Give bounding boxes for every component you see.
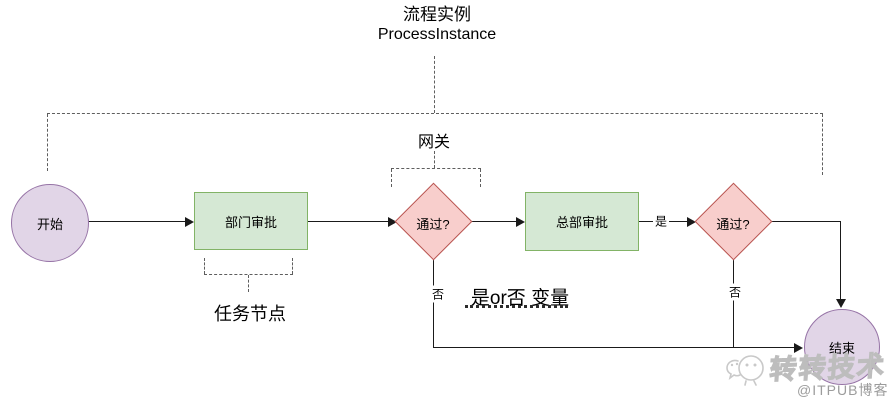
- edge-label-no2: 否: [726, 283, 744, 301]
- edge-dept-to-gateway1: [306, 221, 388, 222]
- edge-gateway1-to-hq: [470, 221, 517, 222]
- edge-gateway2-right-vertical: [840, 221, 841, 300]
- arrowhead-dept-to-gateway1: [388, 217, 397, 227]
- title-bracket-stem: [434, 56, 435, 113]
- variable-annotation-label: 是or否 变量: [470, 288, 570, 309]
- title-english: ProcessInstance: [377, 26, 497, 44]
- end-event-label: 结束: [828, 340, 855, 356]
- gateway-bracket-top: [391, 168, 481, 169]
- gateway-bracket-right-leg: [480, 169, 481, 187]
- start-event-label: 开始: [36, 216, 63, 232]
- edge-gateway2-no-vertical: [733, 258, 734, 347]
- edge-bottom-horizontal: [433, 347, 794, 348]
- process-bracket-right-leg: [822, 114, 823, 175]
- hq-approval-task-node: 总部审批: [525, 192, 639, 251]
- process-bracket-left-leg: [47, 114, 48, 171]
- gateway-annotation-label: 网关: [417, 134, 450, 151]
- task-bracket-stem: [248, 275, 249, 292]
- diagram-title: 流程实例 ProcessInstance: [287, 5, 587, 45]
- task-bracket-left-leg: [204, 258, 205, 274]
- arrowhead-hq-to-gateway2: [687, 217, 696, 227]
- task-bracket-right-leg: [292, 258, 293, 274]
- arrowhead-into-end-top: [836, 299, 846, 308]
- arrowhead-into-end-left: [794, 343, 803, 353]
- process-bracket-top: [47, 113, 823, 114]
- end-event-node: 结束: [804, 309, 880, 385]
- wechat-bubbles-icon: [726, 355, 764, 386]
- hq-approval-label: 总部审批: [555, 215, 608, 230]
- variable-dotted-underline: [465, 305, 568, 308]
- arrowhead-gateway1-to-hq: [516, 217, 525, 227]
- gateway1-label: 通过?: [416, 217, 450, 232]
- gateway2-label: 通过?: [716, 217, 750, 232]
- gateway-bracket-left-leg: [391, 169, 392, 187]
- arrowhead-start-to-dept: [185, 217, 194, 227]
- edge-gateway2-right-horizontal: [770, 221, 841, 222]
- edge-start-to-dept: [87, 221, 185, 222]
- task-bracket-bottom: [204, 274, 293, 275]
- title-chinese: 流程实例: [403, 5, 471, 24]
- watermark-attribution-text: @ITPUB博客: [797, 382, 889, 398]
- dept-approval-task-node: 部门审批: [194, 192, 308, 250]
- edge-gateway1-no-vertical: [433, 258, 434, 347]
- dept-approval-label: 部门审批: [224, 214, 277, 230]
- edge-label-yes: 是: [652, 212, 670, 230]
- task-node-annotation-label: 任务节点: [214, 304, 286, 324]
- gateway-bracket-stem: [434, 151, 435, 168]
- edge-label-no1: 否: [429, 285, 447, 303]
- start-event-node: 开始: [11, 184, 89, 262]
